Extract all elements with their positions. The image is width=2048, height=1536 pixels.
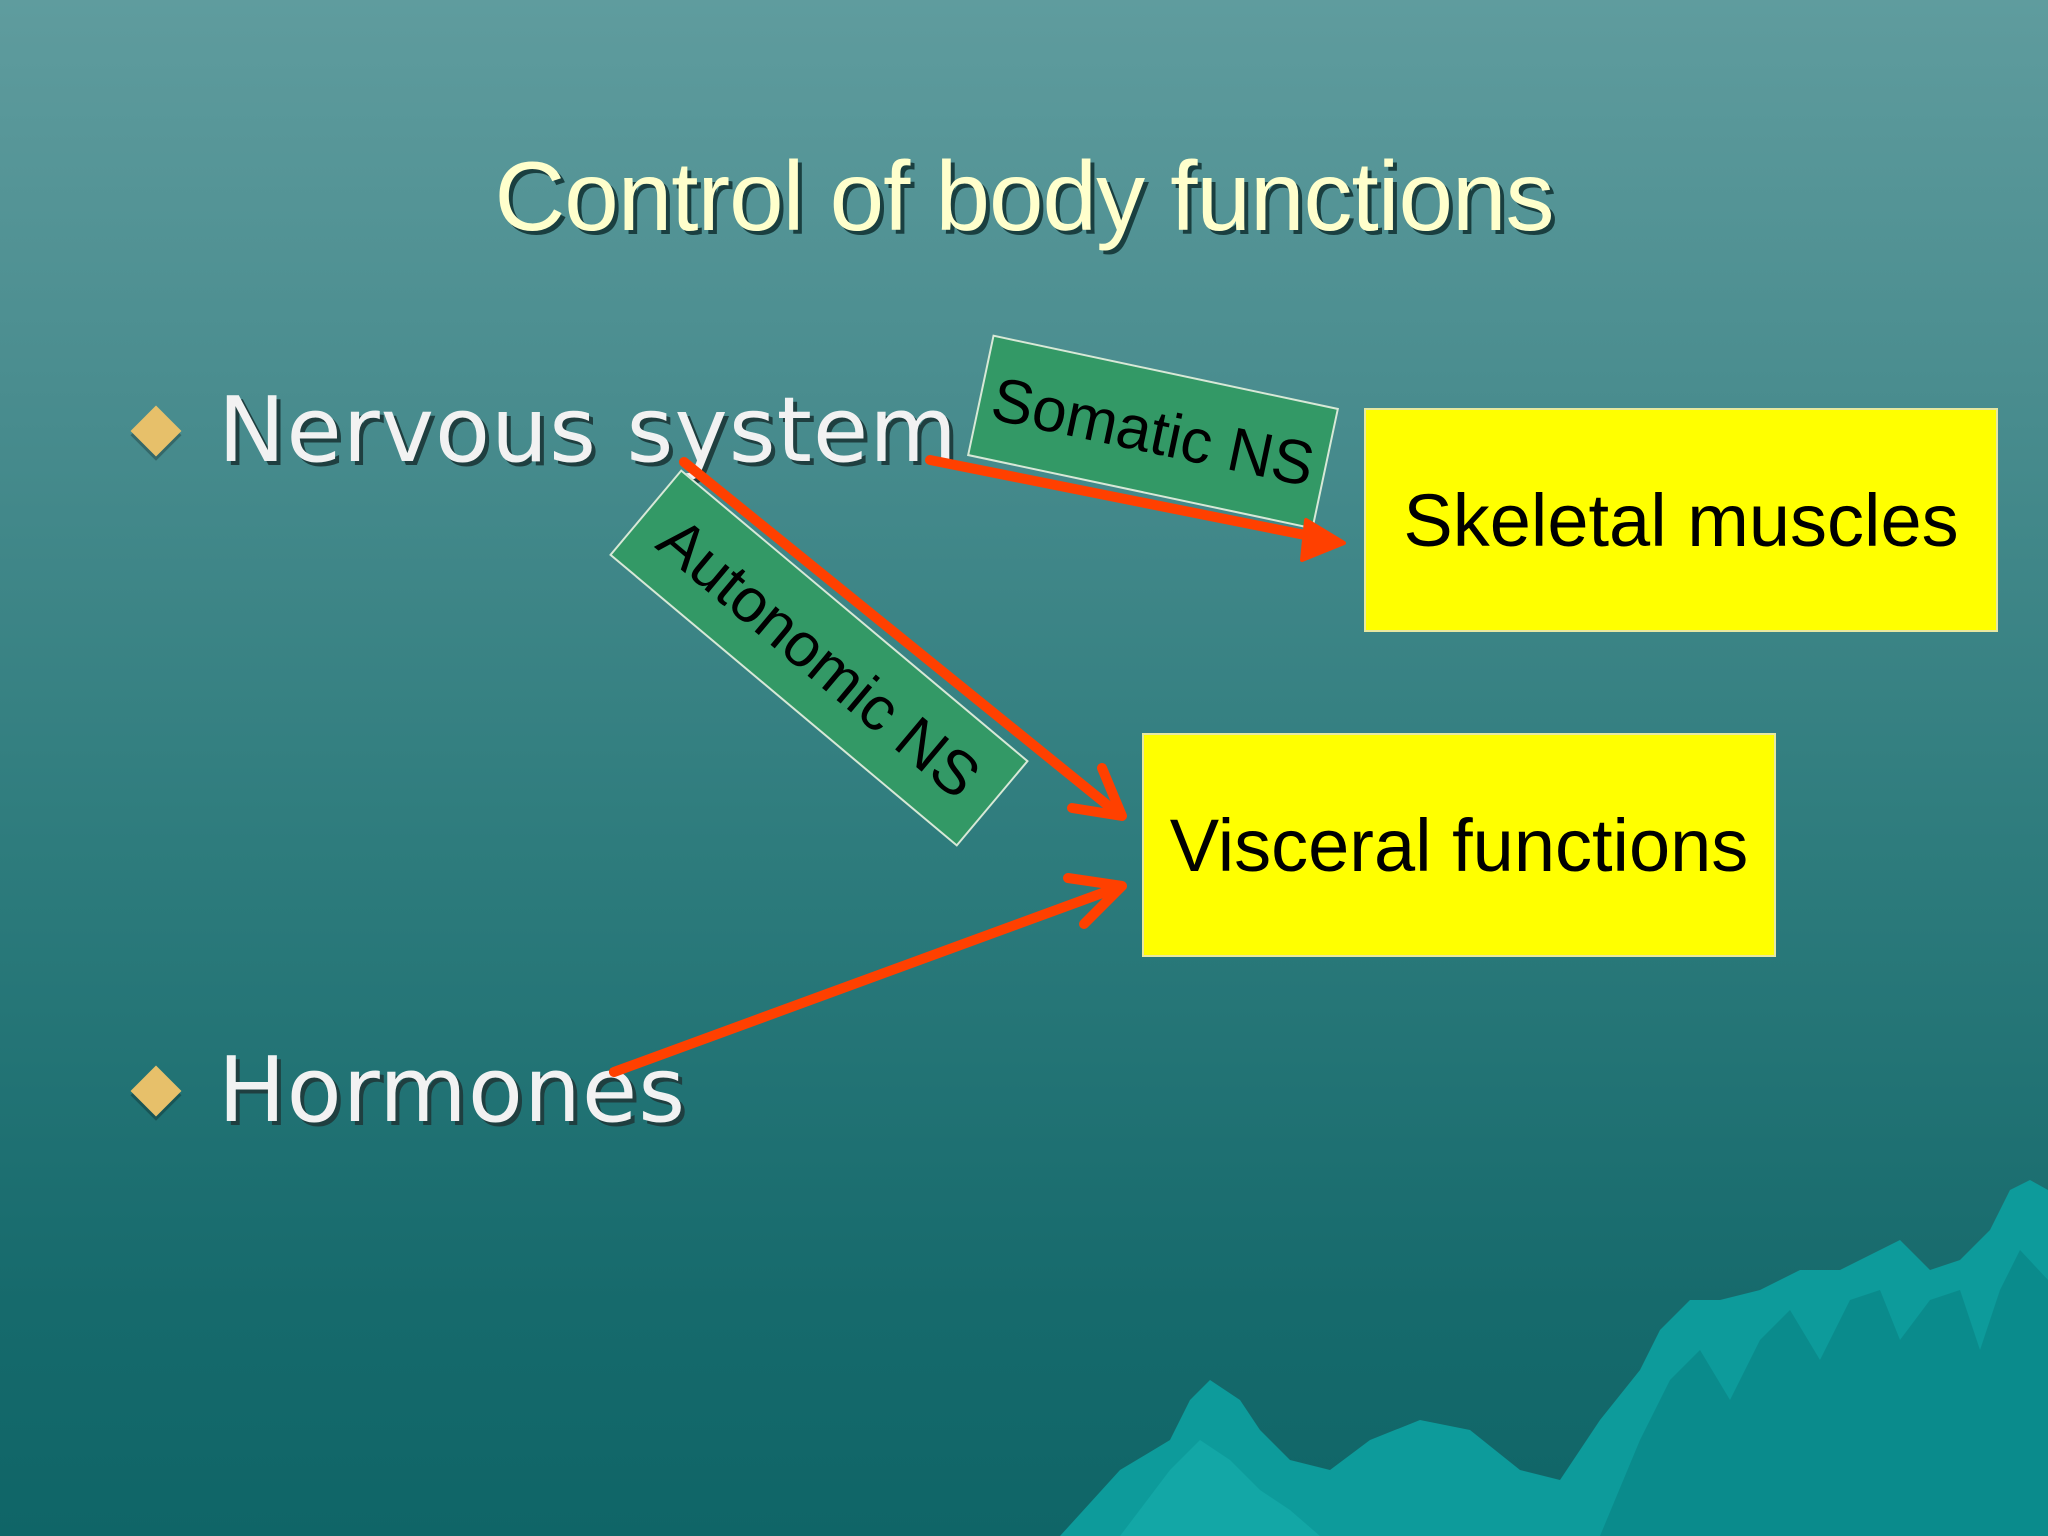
bullet-label: Hormones xyxy=(218,1038,687,1143)
bullet-hormones: Hormones xyxy=(130,1038,687,1143)
autonomic-arrow xyxy=(679,457,1121,817)
bullet-nervous-system: Nervous system xyxy=(130,378,958,483)
visceral-functions-box: Visceral functions xyxy=(1142,733,1776,957)
slide-title: Control of body functions xyxy=(494,141,1554,251)
hormones-arrowhead xyxy=(1063,873,1127,929)
somatic-arrow xyxy=(925,455,1335,545)
skeletal-muscles-box: Skeletal muscles xyxy=(1364,408,1998,632)
autonomic-arrowhead xyxy=(1067,763,1127,821)
bullet-label: Nervous system xyxy=(218,378,958,483)
hormones-arrow xyxy=(609,883,1121,1077)
somatic-arrowhead xyxy=(1300,518,1346,562)
